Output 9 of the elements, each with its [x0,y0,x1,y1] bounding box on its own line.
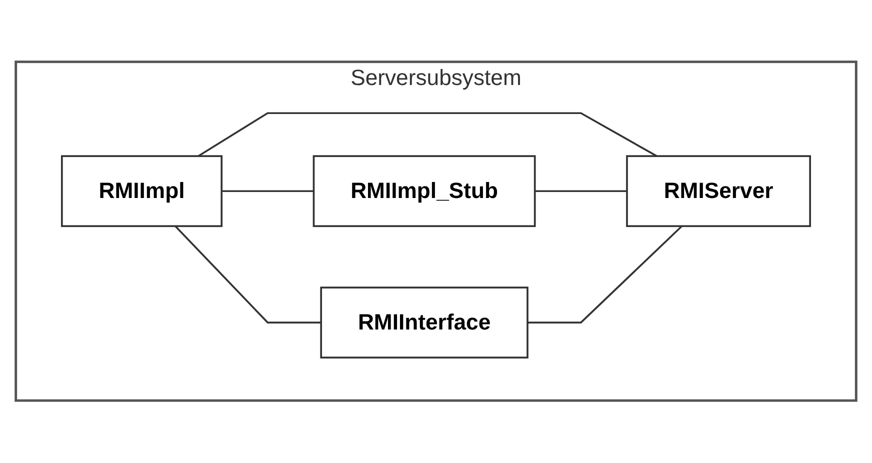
connector [198,112,658,158]
connector [534,190,627,192]
connector [174,226,322,324]
node-box: RMIImpl_Stub [312,155,536,228]
node-box: RMIServer [626,155,811,228]
connector [222,190,314,192]
node-box: RMIInterface [320,286,528,359]
connector [528,226,683,324]
node-box: RMIImpl [60,155,223,228]
